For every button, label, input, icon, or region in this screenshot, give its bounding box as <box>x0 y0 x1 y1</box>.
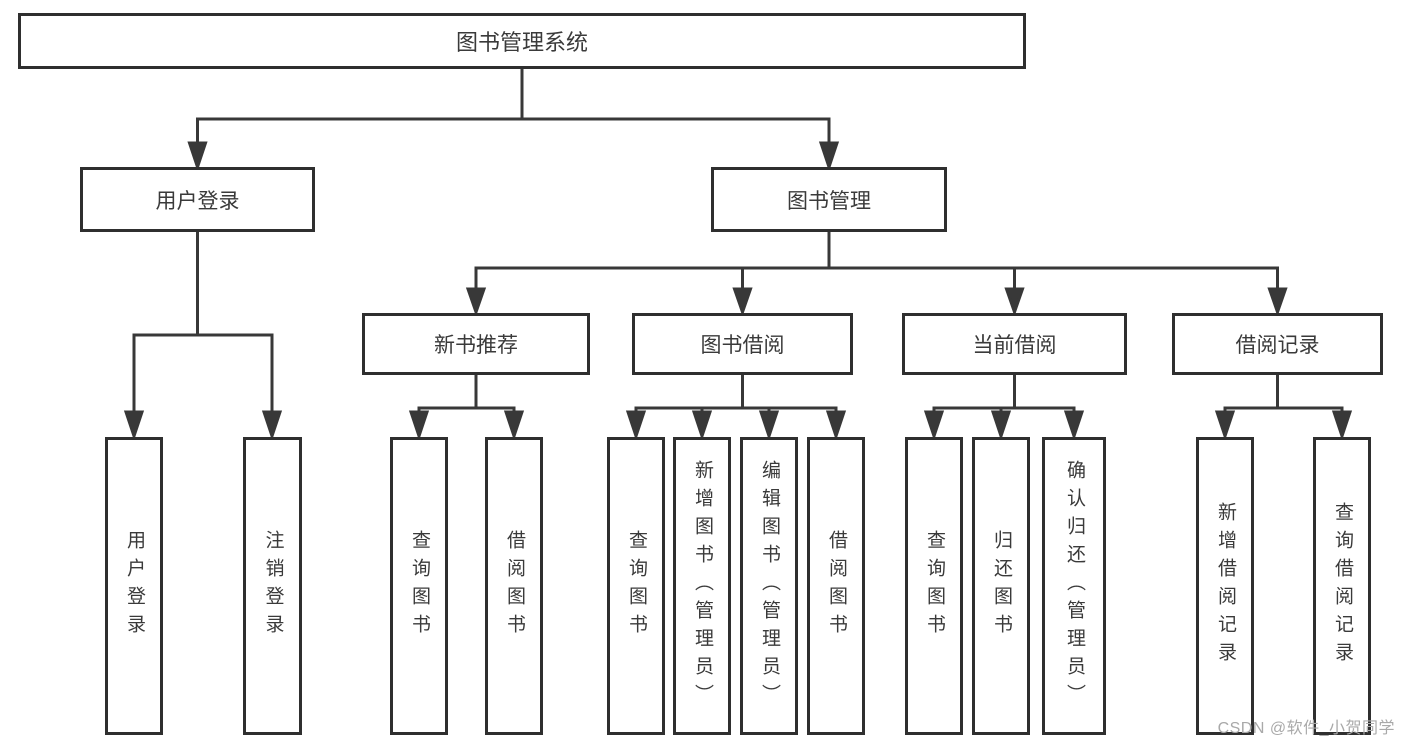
arrowhead-icon <box>123 410 145 441</box>
node-label: 查询借阅记录 <box>1331 502 1353 670</box>
node-book-management: 图书管理 <box>711 167 947 232</box>
connector-new-book-children <box>408 375 525 441</box>
connector-user-login-children <box>123 232 283 441</box>
node-label: 借阅图书 <box>503 530 525 642</box>
node-confirm-return-admin: 确认归还（管理员） <box>1042 437 1106 735</box>
node-label: 当前借阅 <box>972 334 1057 357</box>
node-add-book-admin: 新增图书（管理员） <box>673 437 731 735</box>
node-label: 图书管理系统 <box>455 30 588 55</box>
arrowhead-icon <box>825 410 847 441</box>
node-new-book-recommend: 新书推荐 <box>362 313 590 375</box>
node-label: 新增借阅记录 <box>1214 502 1236 670</box>
node-label: 查询图书 <box>923 530 945 642</box>
node-label: 借阅记录 <box>1235 334 1320 357</box>
node-label: 图书管理 <box>787 189 871 213</box>
connector-root-to-level2 <box>187 69 840 172</box>
arrowhead-icon <box>1004 287 1025 317</box>
node-label: 确认归还（管理员） <box>1063 460 1085 712</box>
arrowhead-icon <box>691 410 713 441</box>
arrowhead-icon <box>408 410 430 441</box>
connector-book-management-children <box>465 232 1288 317</box>
connector-book-borrow-children <box>625 375 847 441</box>
node-label: 用户登录 <box>155 189 240 213</box>
arrowhead-icon <box>503 410 525 441</box>
arrowhead-icon <box>1063 410 1085 441</box>
node-label: 借阅图书 <box>825 530 847 642</box>
node-return-book: 归还图书 <box>972 437 1030 735</box>
node-label: 注销登录 <box>262 530 284 642</box>
node-label: 新增图书（管理员） <box>691 460 713 712</box>
node-borrow-book-action: 借阅图书 <box>807 437 865 735</box>
node-label: 查询图书 <box>625 530 647 642</box>
node-user-login-action: 用户登录 <box>105 437 163 735</box>
node-label: 查询图书 <box>408 530 430 642</box>
arrowhead-icon <box>923 410 945 441</box>
node-query-books-current: 查询图书 <box>905 437 963 735</box>
arrowhead-icon <box>990 410 1012 441</box>
arrowhead-icon <box>1267 287 1288 317</box>
node-logout-action: 注销登录 <box>243 437 302 735</box>
arrowhead-icon <box>818 141 840 172</box>
node-label: 用户登录 <box>123 530 145 642</box>
node-root: 图书管理系统 <box>18 13 1026 69</box>
connector-borrow-records-children <box>1214 375 1353 441</box>
csdn-watermark: CSDN @软件_小贺同学 <box>1217 720 1395 737</box>
arrowhead-icon <box>261 410 283 441</box>
arrowhead-icon <box>625 410 647 441</box>
node-query-books-recommend: 查询图书 <box>390 437 448 735</box>
node-query-books-borrow: 查询图书 <box>607 437 665 735</box>
arrowhead-icon <box>187 141 208 172</box>
node-book-borrow: 图书借阅 <box>632 313 853 375</box>
arrowhead-icon <box>758 410 780 441</box>
connector-current-borrow-children <box>923 375 1085 441</box>
node-user-login: 用户登录 <box>80 167 315 232</box>
node-label: 归还图书 <box>990 530 1012 642</box>
arrowhead-icon <box>1214 410 1236 441</box>
arrowhead-icon <box>465 287 487 317</box>
node-query-borrow-record: 查询借阅记录 <box>1313 437 1371 735</box>
node-current-borrow: 当前借阅 <box>902 313 1127 375</box>
node-borrow-records: 借阅记录 <box>1172 313 1383 375</box>
node-label: 编辑图书（管理员） <box>758 460 780 712</box>
node-edit-book-admin: 编辑图书（管理员） <box>740 437 798 735</box>
node-add-borrow-record: 新增借阅记录 <box>1196 437 1254 735</box>
node-label: 图书借阅 <box>700 334 785 357</box>
node-label: 新书推荐 <box>434 334 518 357</box>
node-borrow-books-recommend: 借阅图书 <box>485 437 543 735</box>
arrowhead-icon <box>732 287 753 317</box>
arrowhead-icon <box>1331 410 1353 441</box>
